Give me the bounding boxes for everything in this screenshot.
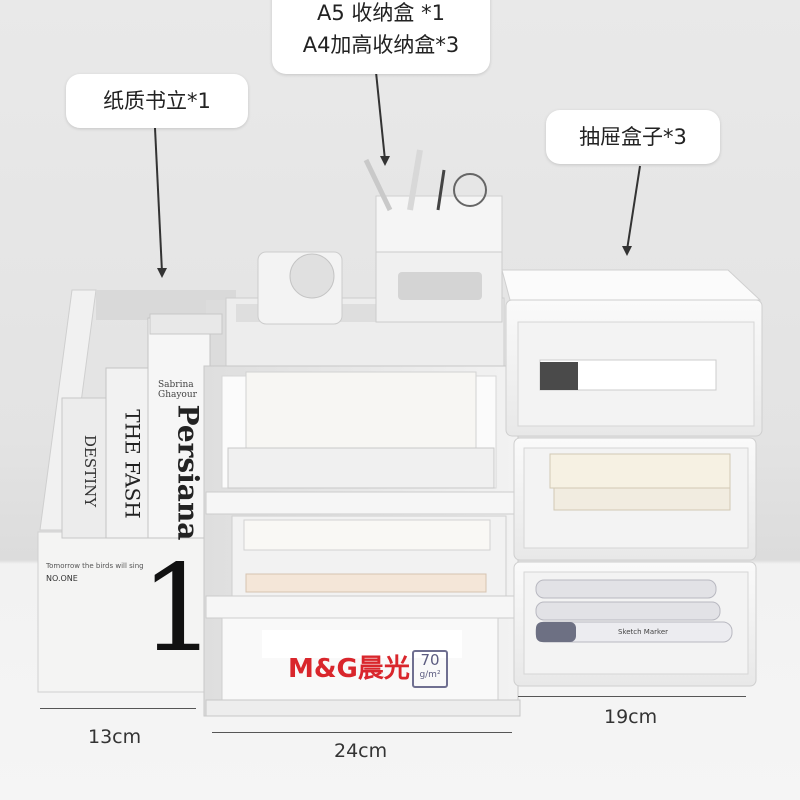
book-title-destiny: DESTINY — [81, 434, 100, 508]
paper-brand: M&G晨光 — [288, 654, 410, 684]
stand-tagline: Tomorrow the birds will sing — [46, 562, 144, 570]
stand-name: NO.ONE — [46, 574, 78, 583]
dim-right-width: 19cm — [604, 706, 658, 728]
label-book-stand-text: 纸质书立*1 — [103, 88, 211, 113]
label-a4-box: A5 收纳盒 *1 A4加高收纳盒*3 — [272, 0, 490, 74]
paper-tray — [203, 149, 521, 717]
books — [61, 313, 223, 539]
book-author: Sabrina Ghayour — [158, 380, 197, 400]
paper-weight-value: 70 — [420, 651, 440, 669]
dim-line-left — [40, 708, 196, 709]
book-title-the-fash: THE FASH — [120, 409, 145, 519]
label-a5-box-partial: A5 收纳盒 *1 — [317, 0, 445, 25]
stand-number: 1 — [140, 540, 217, 679]
label-a4-box-text: A4加高收纳盒*3 — [302, 33, 460, 57]
dim-line-middle — [212, 732, 512, 733]
dim-middle-width: 24cm — [334, 740, 388, 762]
paper-weight-unit: g/m² — [419, 670, 441, 680]
marker-label: Sketch Marker — [618, 628, 669, 636]
paper-weight: 70 g/m² — [412, 650, 448, 688]
pointer-lines — [154, 71, 641, 278]
dim-left-width: 13cm — [88, 726, 142, 748]
label-drawer-box: 抽屉盒子*3 — [546, 110, 720, 164]
drawer-stack — [501, 269, 763, 687]
dim-line-right — [518, 696, 746, 697]
label-drawer-box-text: 抽屉盒子*3 — [579, 124, 687, 149]
label-book-stand: 纸质书立*1 — [66, 74, 248, 128]
book-title-persiana: Persiana — [171, 404, 205, 541]
